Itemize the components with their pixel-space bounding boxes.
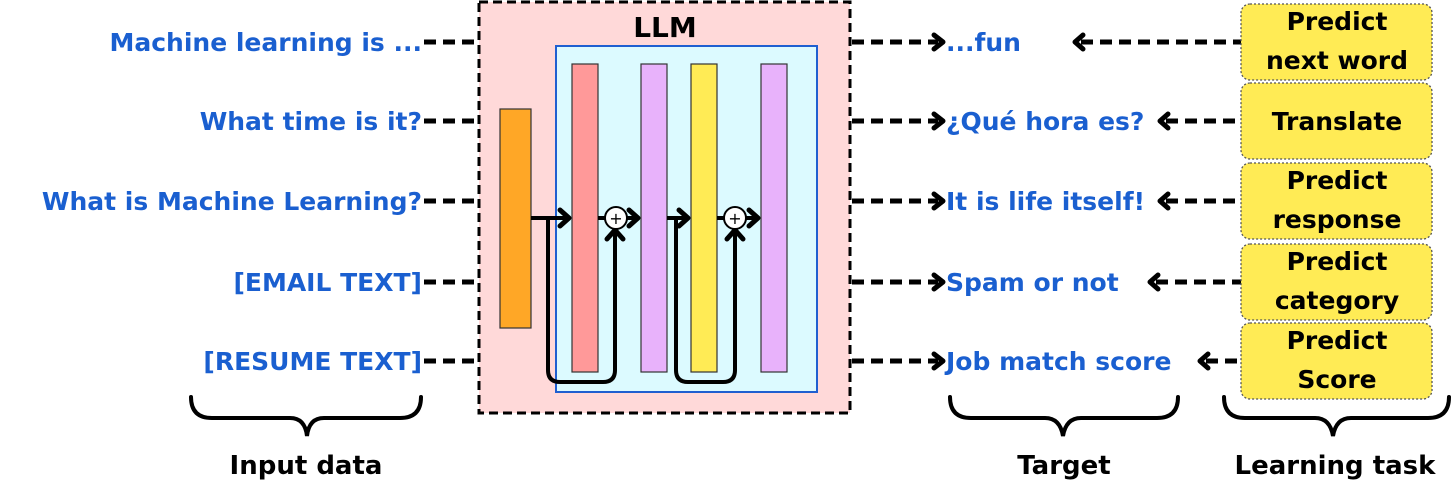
- input-text: What time is it?: [200, 107, 422, 136]
- llm-title: LLM: [633, 11, 697, 44]
- input-text: What is Machine Learning?: [42, 187, 422, 216]
- flow-arrows: [531, 207, 761, 384]
- norm-layer-2: [760, 63, 788, 373]
- arrow-right-icon: [931, 351, 946, 371]
- data-row: What time is it? ¿Qué hora es? Translate: [200, 82, 1433, 160]
- data-row: Machine learning is ... ...fun Predict next…: [109, 3, 1433, 81]
- residual-connection-1: [546, 218, 617, 384]
- caption-input-data: Input data: [230, 451, 383, 481]
- learning-task-label: Predict: [1287, 166, 1388, 195]
- attention-layer: [571, 63, 599, 373]
- learning-task-label: next word: [1266, 46, 1408, 75]
- learning-task-box: [1240, 3, 1433, 81]
- learning-task-label: Score: [1297, 365, 1376, 394]
- learning-task-label: category: [1275, 286, 1399, 315]
- learning-task-label: Predict: [1287, 247, 1388, 276]
- arrow-left-icon: [1157, 191, 1171, 211]
- data-row: What is Machine Learning? It is life itse…: [42, 162, 1433, 240]
- adder-2: +: [723, 206, 747, 230]
- learning-task-label: Predict: [1287, 7, 1388, 36]
- learning-task-box: [1240, 82, 1433, 160]
- input-brace: [189, 395, 423, 437]
- input-text: [RESUME TEXT]: [203, 347, 422, 376]
- arrow-left-icon: [1072, 32, 1086, 52]
- arrow-left-icon: [1197, 351, 1211, 371]
- caption-learning-task: Learning task: [1235, 451, 1437, 481]
- adder-1: +: [604, 206, 628, 230]
- learning-task-box: [1240, 322, 1433, 400]
- target-brace: [948, 395, 1180, 437]
- learning-task-label: Predict: [1287, 326, 1388, 355]
- arrow-right-icon: [931, 191, 946, 211]
- embedding-layer: [499, 108, 532, 329]
- residual-connection-2: [674, 218, 737, 384]
- input-text: Machine learning is ...: [109, 28, 422, 57]
- arrow-left-icon: [1157, 111, 1171, 131]
- target-text: Job match score: [944, 347, 1171, 376]
- learning-task-box: [1240, 243, 1433, 321]
- target-text: ...fun: [946, 28, 1021, 57]
- learning-task-label: Translate: [1272, 107, 1403, 136]
- learning-task-box: [1240, 162, 1433, 240]
- feedforward-layer: [690, 63, 718, 373]
- plus-icon: +: [609, 209, 622, 228]
- arrow-left-icon: [1147, 272, 1161, 292]
- arrow-right-icon: [931, 272, 946, 292]
- norm-layer-1: [640, 63, 668, 373]
- target-text: ¿Qué hora es?: [946, 107, 1144, 136]
- arrow-right-icon: [931, 111, 946, 131]
- target-text: Spam or not: [946, 268, 1119, 297]
- rows: Machine learning is ......funPredictnext…: [42, 3, 1433, 400]
- plus-icon: +: [728, 209, 741, 228]
- input-text: [EMAIL TEXT]: [233, 268, 422, 297]
- task-brace: [1222, 395, 1451, 437]
- learning-task-label: response: [1273, 205, 1402, 234]
- caption-target: Target: [1017, 451, 1110, 481]
- arrow-right-icon: [931, 32, 946, 52]
- data-row: [EMAIL TEXT] Spam or not Predict category: [233, 243, 1433, 321]
- target-text: It is life itself!: [946, 187, 1145, 216]
